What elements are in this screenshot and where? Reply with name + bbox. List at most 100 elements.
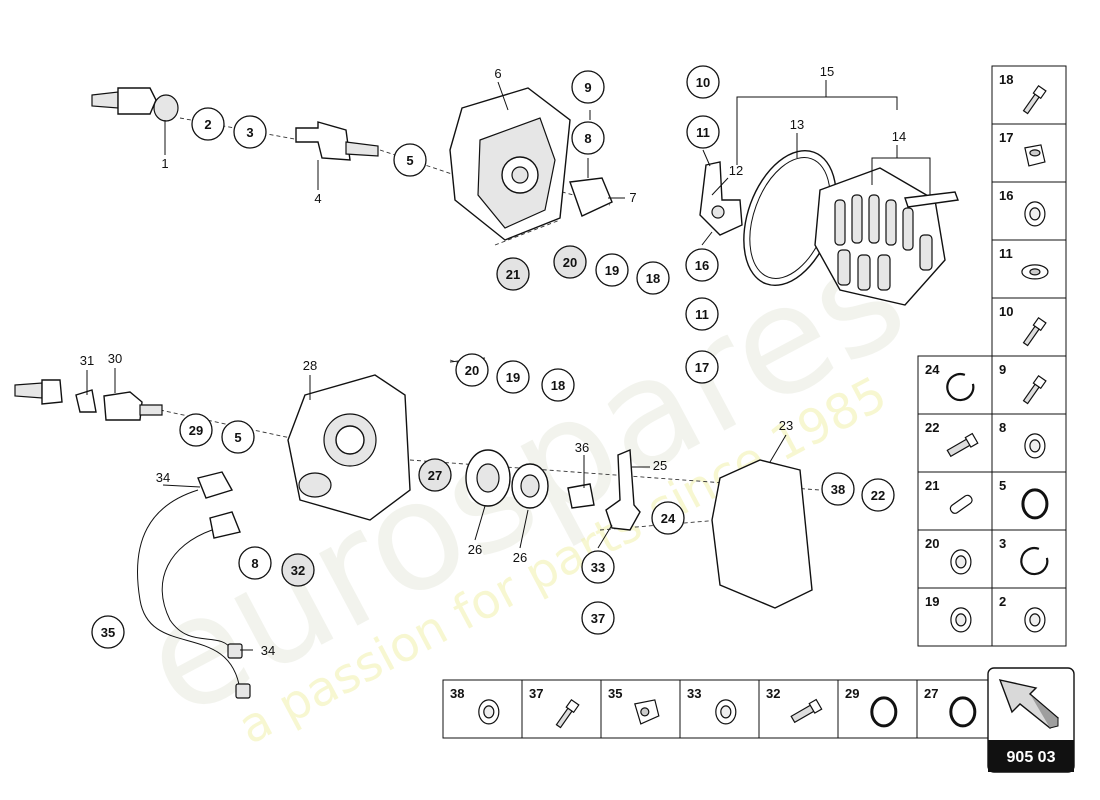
legend-label: 10 bbox=[999, 304, 1013, 319]
legend-label: 27 bbox=[924, 686, 938, 701]
housing-28 bbox=[287, 374, 411, 521]
sensor-cables-34 bbox=[137, 471, 251, 699]
legend-cell-8: 8 bbox=[991, 413, 1067, 473]
callout-label: 18 bbox=[551, 378, 565, 393]
clip-icon bbox=[634, 699, 660, 725]
part-label-4: 4 bbox=[314, 191, 321, 206]
callout-label: 29 bbox=[189, 423, 203, 438]
legend-cell-38: 38 bbox=[442, 679, 523, 739]
legend-cell-33: 33 bbox=[679, 679, 760, 739]
legend-label: 29 bbox=[845, 686, 859, 701]
part-label-31: 31 bbox=[80, 353, 94, 368]
callout-10: 10 bbox=[686, 65, 720, 99]
callout-label: 11 bbox=[696, 125, 710, 140]
callout-33: 33 bbox=[581, 550, 615, 584]
part-label-36: 36 bbox=[575, 440, 589, 455]
part-label-14: 14 bbox=[892, 129, 906, 144]
legend-cell-10: 10 bbox=[991, 297, 1067, 357]
hex-nut-icon bbox=[1024, 144, 1046, 167]
legend-cell-32: 32 bbox=[758, 679, 839, 739]
screw-icon bbox=[946, 432, 979, 458]
distributor-cap-14 bbox=[814, 167, 959, 306]
plate-7 bbox=[569, 177, 613, 217]
legend-label: 21 bbox=[925, 478, 939, 493]
pin-icon bbox=[949, 494, 973, 514]
washer-icon bbox=[478, 699, 500, 725]
callout-label: 9 bbox=[584, 80, 591, 95]
legend-cell-27: 27 bbox=[916, 679, 997, 739]
part-label-6: 6 bbox=[494, 66, 501, 81]
callout-label: 17 bbox=[695, 360, 709, 375]
coupling-1 bbox=[117, 87, 157, 115]
callout-11: 11 bbox=[685, 297, 719, 331]
nut-icon bbox=[1021, 264, 1049, 280]
legend-label: 16 bbox=[999, 188, 1013, 203]
screw-icon bbox=[790, 698, 823, 724]
legend-cell-5: 5 bbox=[991, 471, 1067, 531]
callout-16: 16 bbox=[685, 248, 719, 282]
callout-label: 19 bbox=[605, 263, 619, 278]
washer-icon bbox=[715, 699, 737, 725]
legend-label: 3 bbox=[999, 536, 1006, 551]
lever-25 bbox=[567, 448, 641, 531]
o-ring-icon bbox=[1021, 488, 1049, 520]
washer-icon bbox=[1024, 201, 1046, 227]
legend-cell-11: 11 bbox=[991, 239, 1067, 299]
callout-3: 3 bbox=[233, 115, 267, 149]
part-label-34: 34 bbox=[156, 470, 170, 485]
o-ring-icon bbox=[949, 696, 977, 728]
part-label-34: 34 bbox=[261, 643, 275, 658]
callout-label: 5 bbox=[234, 430, 241, 445]
callout-18: 18 bbox=[541, 368, 575, 402]
legend-cell-35: 35 bbox=[600, 679, 681, 739]
legend-cell-19: 19 bbox=[917, 587, 993, 647]
legend-cell-24: 24 bbox=[917, 355, 993, 415]
drive-shaft-group bbox=[91, 87, 379, 161]
o-ring-icon bbox=[870, 696, 898, 728]
callout-8: 8 bbox=[238, 546, 272, 580]
legend-label: 11 bbox=[999, 246, 1013, 261]
callout-9: 9 bbox=[571, 70, 605, 104]
callout-18: 18 bbox=[636, 261, 670, 295]
callout-label: 24 bbox=[661, 511, 676, 526]
bolt-icon bbox=[1022, 316, 1047, 347]
callout-2: 2 bbox=[191, 107, 225, 141]
legend-cell-16: 16 bbox=[991, 181, 1067, 241]
legend-cell-21: 21 bbox=[917, 471, 993, 531]
spring-washer-icon bbox=[950, 607, 972, 633]
part-label-23: 23 bbox=[779, 418, 793, 433]
callout-label: 20 bbox=[563, 255, 577, 270]
callout-label: 19 bbox=[506, 370, 520, 385]
legend-label: 20 bbox=[925, 536, 939, 551]
legend-cell-37: 37 bbox=[521, 679, 602, 739]
circlip-icon bbox=[946, 372, 975, 402]
diagram-code: 905 03 bbox=[1007, 749, 1056, 766]
legend-cell-29: 29 bbox=[837, 679, 918, 739]
washer-icon bbox=[1024, 433, 1046, 459]
callout-label: 8 bbox=[584, 131, 591, 146]
callout-17: 17 bbox=[685, 350, 719, 384]
circlip-icon bbox=[1020, 546, 1049, 576]
bolt-icon bbox=[1022, 84, 1047, 115]
part-label-26: 26 bbox=[468, 542, 482, 557]
diagram-code-box: 905 03 bbox=[987, 667, 1075, 773]
part-label-7: 7 bbox=[629, 190, 636, 205]
part-label-26: 26 bbox=[513, 550, 527, 565]
part-label-30: 30 bbox=[108, 351, 122, 366]
callout-20: 20 bbox=[455, 353, 489, 387]
bolt-icon bbox=[1022, 374, 1047, 405]
shaft-4 bbox=[295, 121, 351, 161]
part-label-12: 12 bbox=[729, 163, 743, 178]
callout-label: 35 bbox=[101, 625, 115, 640]
legend-label: 19 bbox=[925, 594, 939, 609]
legend-label: 8 bbox=[999, 420, 1006, 435]
callout-label: 11 bbox=[695, 307, 709, 322]
threaded-bolt-1 bbox=[91, 91, 119, 109]
callout-label: 27 bbox=[428, 468, 442, 483]
callout-label: 37 bbox=[591, 611, 605, 626]
legend-cell-22: 22 bbox=[917, 413, 993, 473]
bolt-icon bbox=[555, 698, 580, 729]
